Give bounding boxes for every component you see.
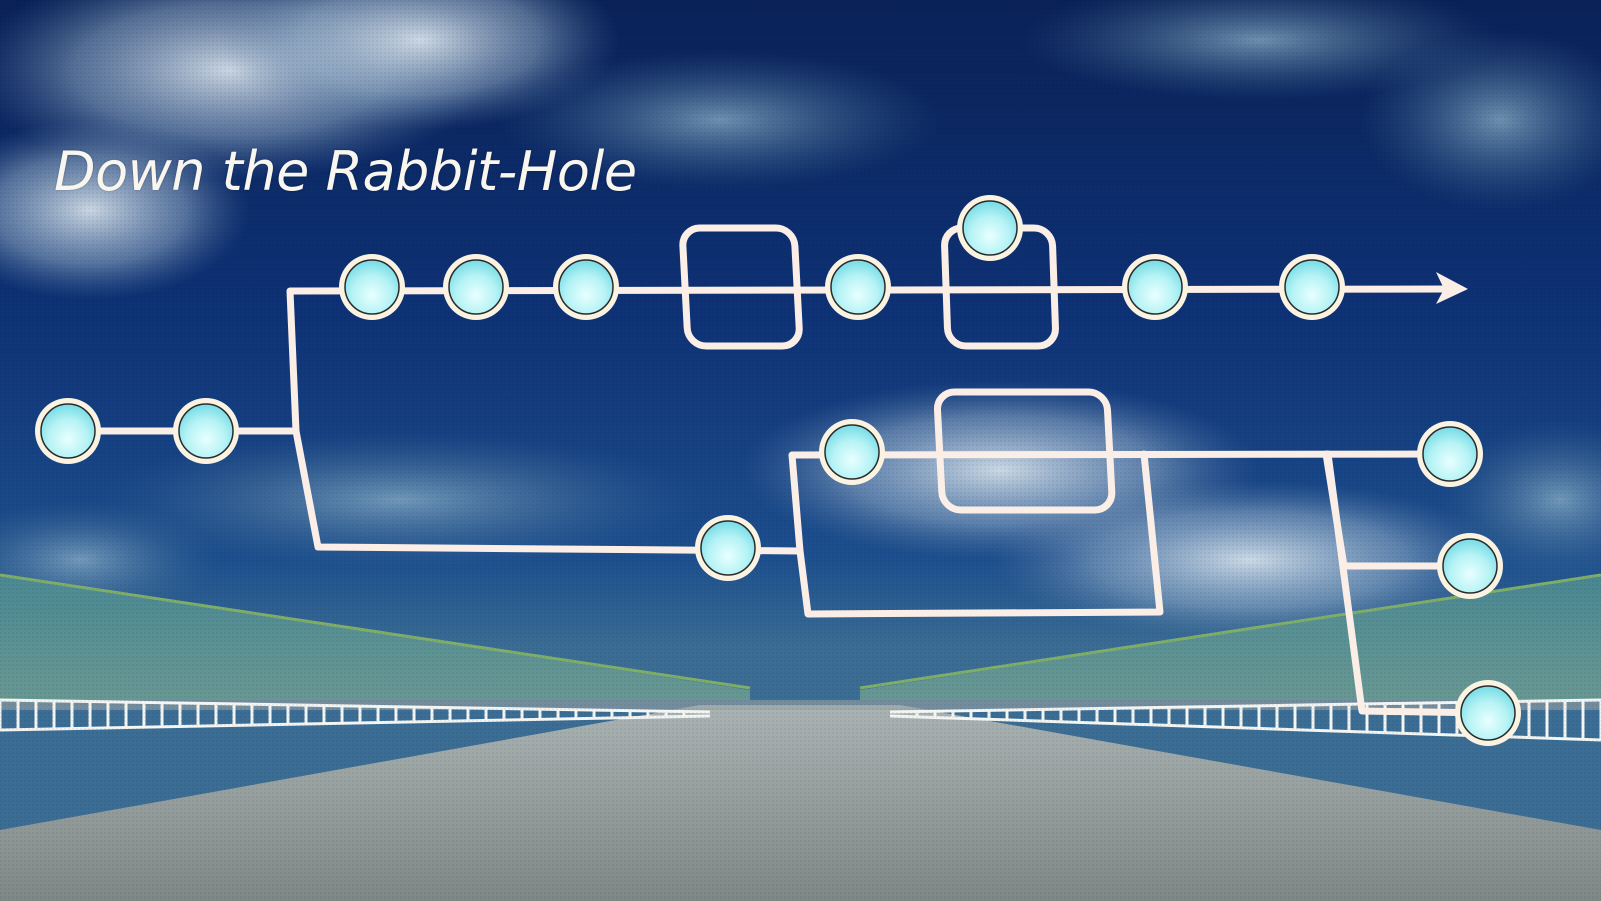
route-node-icon bbox=[448, 259, 504, 315]
route-node-icon bbox=[1442, 538, 1498, 594]
route-lines bbox=[64, 224, 1492, 717]
route-box-1 bbox=[679, 224, 803, 350]
route-node-10[interactable] bbox=[695, 515, 761, 581]
route-node-icon bbox=[1460, 685, 1516, 741]
route-node-7[interactable] bbox=[957, 195, 1023, 261]
route-node-5[interactable] bbox=[553, 254, 619, 320]
route-node-2[interactable] bbox=[173, 398, 239, 464]
route-node-icon bbox=[962, 200, 1018, 256]
route-node-icon bbox=[178, 403, 234, 459]
route-node-icon bbox=[1127, 259, 1183, 315]
route-node-14[interactable] bbox=[1455, 680, 1521, 746]
route-node-icon bbox=[1422, 426, 1478, 482]
chapter-title: Down the Rabbit-Hole bbox=[54, 140, 637, 203]
route-node-11[interactable] bbox=[819, 419, 885, 485]
route-node-icon bbox=[344, 259, 400, 315]
route-node-icon bbox=[700, 520, 756, 576]
route-node-icon bbox=[830, 259, 886, 315]
route-node-9[interactable] bbox=[1279, 254, 1345, 320]
route-box-3 bbox=[933, 388, 1116, 514]
route-node-8[interactable] bbox=[1122, 254, 1188, 320]
route-node-icon bbox=[40, 403, 96, 459]
route-node-4[interactable] bbox=[443, 254, 509, 320]
route-nodes bbox=[35, 195, 1521, 746]
route-node-icon bbox=[1284, 259, 1340, 315]
route-node-3[interactable] bbox=[339, 254, 405, 320]
route-node-6[interactable] bbox=[825, 254, 891, 320]
route-node-13[interactable] bbox=[1437, 533, 1503, 599]
route-arrow-head bbox=[1436, 272, 1468, 304]
route-node-1[interactable] bbox=[35, 398, 101, 464]
route-node-icon bbox=[824, 424, 880, 480]
route-node-icon bbox=[558, 259, 614, 315]
route-node-12[interactable] bbox=[1417, 421, 1483, 487]
